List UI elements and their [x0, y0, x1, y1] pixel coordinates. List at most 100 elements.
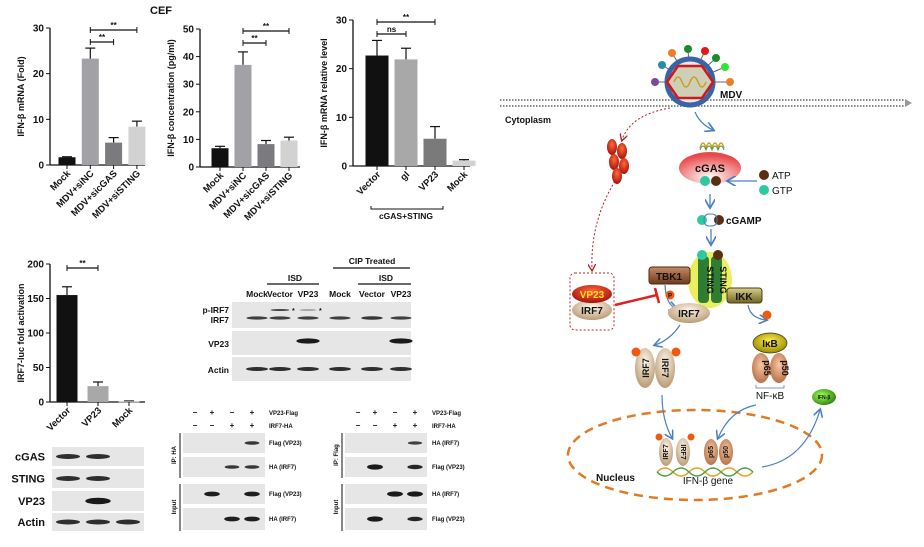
- phospho-marker: *: [319, 308, 322, 315]
- blot-panel: [345, 508, 427, 530]
- cytoplasm-label: Cytoplasm: [505, 115, 551, 125]
- phospho-marker: *: [292, 308, 295, 315]
- section-label-input: Input: [172, 500, 178, 515]
- band: [361, 367, 383, 371]
- band-phospho: [299, 309, 317, 311]
- bar-mock: [211, 148, 229, 167]
- y-tick-label: 30: [183, 80, 195, 91]
- condition-sign: −: [193, 408, 198, 417]
- gtp-icon: [759, 185, 769, 195]
- blot-row-label: Actin: [18, 517, 46, 529]
- y-tick-label: 10: [336, 113, 348, 124]
- lane-label: Mock: [246, 289, 268, 299]
- lane-label: Vector: [359, 289, 386, 299]
- vp23-label: VP23: [580, 290, 605, 301]
- band: [269, 367, 291, 371]
- condition-sign: −: [356, 421, 361, 430]
- y-tick-label: 200: [27, 260, 44, 271]
- y-tick-label: 20: [183, 107, 195, 118]
- band: [244, 441, 260, 445]
- blot-panel: [183, 433, 265, 453]
- row-label: Flag (VP23): [432, 465, 465, 471]
- condition-sign: +: [250, 421, 255, 430]
- tbk1-label: TBK1: [656, 272, 683, 283]
- x-tick-label: VP23: [80, 405, 104, 429]
- p65-label: p65: [762, 360, 772, 376]
- nucleus-boundary: [566, 408, 824, 502]
- inhibition-line: [614, 287, 661, 307]
- irf7-label: IRF7: [678, 309, 700, 320]
- condition-sign: +: [210, 408, 215, 417]
- band: [407, 491, 423, 497]
- arrow-nfkb-to-nucleus: [718, 404, 757, 438]
- row-label: Flag (VP23): [269, 492, 302, 498]
- condition-sign: +: [413, 421, 418, 430]
- band: [367, 516, 383, 522]
- blot-row-label: STING: [11, 474, 45, 486]
- y-axis-label: IRF7-luc fold activation: [16, 283, 26, 382]
- blot-row-label: VP23: [18, 496, 45, 508]
- y-tick-label: 20: [336, 64, 348, 75]
- band: [244, 491, 260, 497]
- condition-sign: −: [393, 408, 398, 417]
- condition-sign: −: [373, 421, 378, 430]
- pathway-diagram: Cytoplasm MDV: [500, 45, 912, 502]
- row-label-irf7: IRF7: [211, 315, 230, 325]
- complex-irf7-label: IRF7: [581, 306, 603, 317]
- group-label: cGAS+STING: [379, 211, 433, 221]
- arrow-virus-to-cgas: [694, 111, 713, 130]
- irf7-dimer-label-left: IRF7: [641, 358, 651, 378]
- mdv-virion: MDV: [651, 45, 743, 108]
- band: [86, 519, 110, 525]
- lane-label: Vector: [267, 289, 294, 299]
- row-label: HA (IRF7): [269, 517, 296, 523]
- gene-p50: p50: [723, 446, 730, 458]
- band: [244, 516, 260, 522]
- arrow-vp23-to-complex: [592, 177, 618, 270]
- bar-mdv-sicgas: [257, 144, 275, 167]
- sting-label-right: STING: [718, 266, 728, 294]
- band: [297, 367, 319, 371]
- gene-p65: p65: [708, 446, 715, 458]
- atp-label: ATP: [772, 171, 791, 182]
- row-label: HA (IRF7): [432, 441, 459, 447]
- blot-row-label: cGAS: [15, 452, 45, 464]
- bar-mock: [452, 160, 476, 166]
- band: [269, 316, 291, 320]
- band: [361, 316, 383, 320]
- row-label: Flag (VP23): [432, 517, 465, 523]
- x-tick-label: Mock: [445, 169, 470, 194]
- ikb-label: IκB: [762, 339, 778, 350]
- lane-label: VP23: [391, 289, 412, 299]
- band: [297, 316, 319, 320]
- condition-label: IRF7-HA: [432, 424, 456, 430]
- blot-panel: [345, 457, 427, 477]
- band: [390, 367, 412, 371]
- band: [407, 464, 423, 470]
- condition-label: IRF7-HA: [269, 424, 293, 430]
- condition-sign: −: [210, 421, 215, 430]
- cgamp-node: cGAMP: [697, 213, 762, 227]
- band: [86, 454, 110, 459]
- group-label-cip: CIP Treated: [349, 256, 396, 266]
- significance-label: ns: [387, 25, 397, 34]
- x-tick-label: gI: [398, 169, 412, 183]
- nfkb-complex: IκB p65 p50 NF-κB: [752, 332, 790, 402]
- band: [246, 367, 268, 371]
- x-tick-label: Mock: [110, 405, 135, 430]
- y-axis-label: IFN-β mRNA relative level: [319, 38, 329, 147]
- phospho-label: P: [668, 294, 672, 300]
- band: [329, 367, 351, 371]
- condition-sign: +: [250, 408, 255, 417]
- band: [56, 519, 80, 525]
- condition-sign: −: [230, 408, 235, 417]
- band: [329, 316, 351, 320]
- y-tick-label: 50: [33, 363, 45, 374]
- x-tick-label: VP23: [417, 169, 441, 193]
- blot-panel: [183, 508, 265, 530]
- tbk1-node: TBK1: [648, 266, 691, 285]
- ikk-label: IKK: [735, 292, 753, 303]
- vp23-irf7-complex: IRF7 VP23: [569, 272, 615, 331]
